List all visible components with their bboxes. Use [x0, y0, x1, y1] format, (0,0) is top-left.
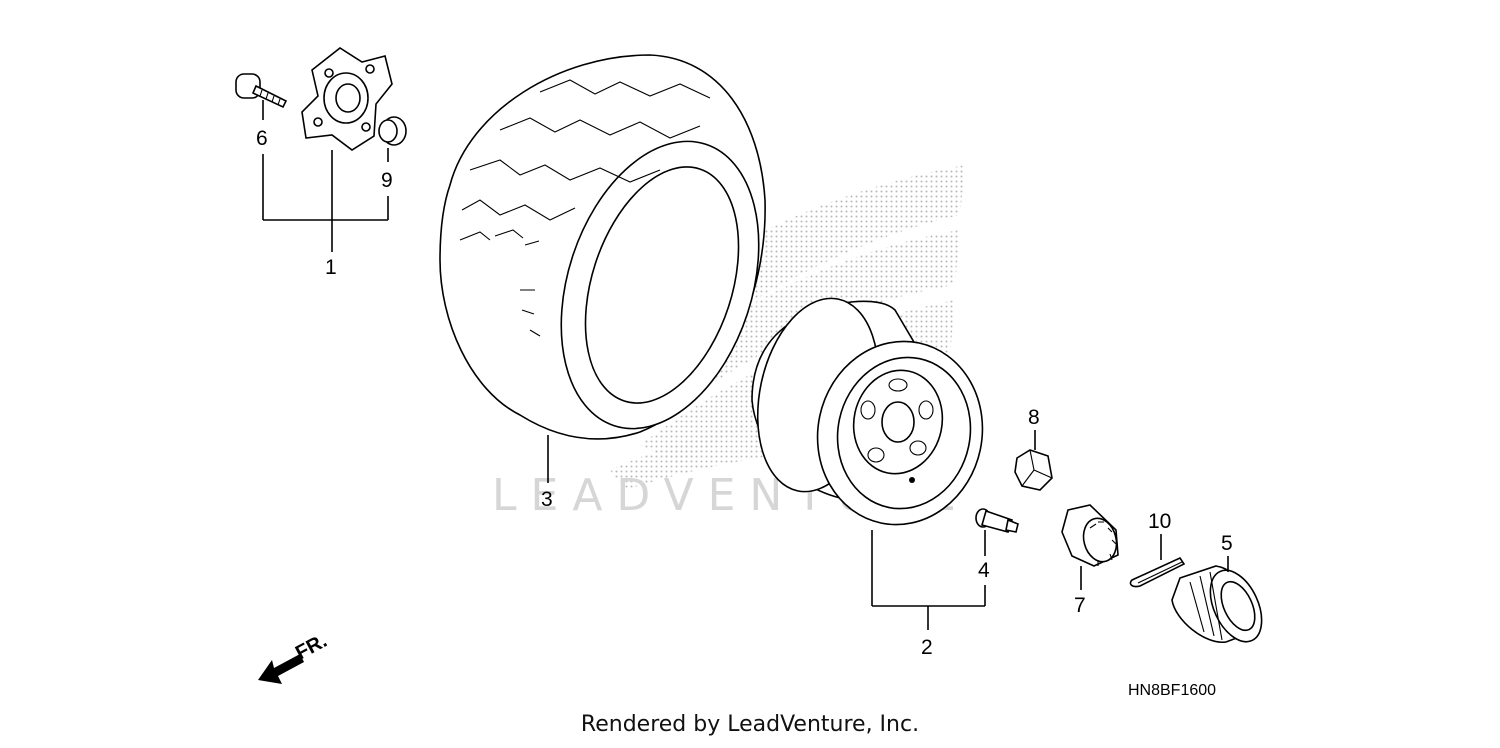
footer-credit: Rendered by LeadVenture, Inc. [580, 712, 920, 737]
hub-bolt-part[interactable] [235, 73, 288, 109]
hub-plate-part[interactable] [301, 47, 393, 151]
diagram-code: HN8BF1600 [1128, 682, 1216, 699]
callout-3: 3 [541, 488, 553, 511]
tire-part[interactable] [439, 54, 793, 454]
cotter-pin-part[interactable] [1129, 556, 1186, 588]
callout-9: 9 [381, 169, 393, 192]
castle-nut-part[interactable] [1061, 504, 1121, 567]
callout-6: 6 [256, 127, 268, 150]
callout-5: 5 [1221, 532, 1233, 555]
leader-lines [262, 100, 1229, 630]
hub-nut-part[interactable] [378, 116, 407, 146]
wheel-rim-part[interactable] [741, 287, 999, 540]
wheel-nut-part[interactable] [1014, 449, 1053, 491]
callout-7: 7 [1074, 594, 1086, 617]
hub-cap-part[interactable] [1171, 562, 1272, 649]
callout-4: 4 [978, 559, 990, 582]
callout-labels: 6 9 1 3 8 4 2 7 10 5 [256, 127, 1233, 659]
callout-10: 10 [1148, 510, 1171, 533]
callout-8: 8 [1028, 406, 1040, 429]
valve-stem-part[interactable] [975, 508, 1019, 533]
callout-2: 2 [921, 636, 933, 659]
front-direction-arrow: FR. [258, 630, 331, 684]
callout-1: 1 [325, 256, 337, 279]
